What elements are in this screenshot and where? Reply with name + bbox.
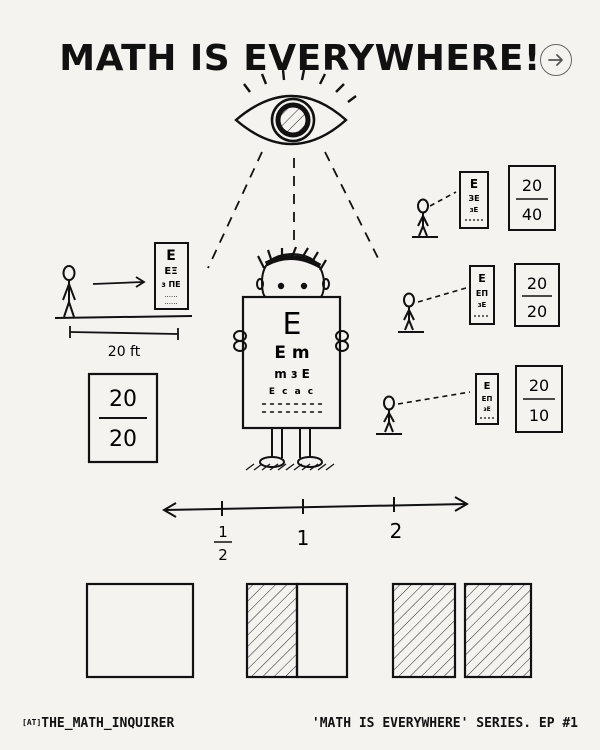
sight-lines [207,151,381,269]
chart-letter: ...... [164,298,177,306]
boy-figure [233,246,349,471]
tick-label: 1 [297,526,310,550]
chart-letter: ЗЕ [468,194,479,203]
page-title: MATH IS EVERYWHERE! [59,38,541,79]
boy-chart-row: E [283,307,302,342]
boy-chart-row: m ɜ E [274,367,310,381]
right-scene-2: E EП ɜE 20 20 [398,263,560,333]
chart-letter: ɜ ΠE [161,280,180,289]
next-button[interactable] [540,44,572,76]
arrow-right-icon [548,54,563,66]
boy-chart-row: E m [274,343,309,363]
score-top: 20 [529,376,549,395]
ground-line [54,315,193,319]
score-bottom: 40 [522,205,542,224]
chart-letter: EП [476,289,488,298]
distance-label: 20 ft [108,344,141,360]
footer-handle[interactable]: [AT]THE_MATH_INQUIRER [22,716,174,731]
tick-label-numerator: 1 [218,523,228,541]
fraction-box-half [245,582,349,679]
score-bottom: 20 [527,302,547,321]
chart-letter: E [470,177,478,191]
boy-chart-small-rows [262,403,322,413]
chart-letter: ЕΞ [164,266,177,277]
chart-letter: ɜE [470,206,479,214]
right-scene-3: E EП ɜE 20 10 [376,365,563,435]
chart-letter: ɜE [483,406,490,413]
tick-label: 2 [390,519,403,543]
handle-text: THE_MATH_INQUIRER [41,716,175,731]
left-eye-chart: E ЕΞ ɜ ΠE ...... ...... [154,242,189,310]
footer-series: 'MATH IS EVERYWHERE' SERIES. EP #1 [311,716,578,731]
score-top: 20 [109,387,137,412]
boy-chart-row: E c a c [269,387,315,397]
arrow-right-icon [92,276,146,288]
tick-label-denominator: 2 [218,546,228,564]
score-bottom: 20 [109,427,137,452]
number-line [162,496,469,518]
chart-letter: ɜE [478,301,487,309]
eye-icon [234,69,357,146]
chart-letter: E [478,272,486,285]
right-scene-1: E ЗЕ ɜE 20 40 [412,165,556,238]
handle-prefix: [AT] [22,718,42,727]
chart-letter: EП [482,395,493,403]
distance-dimension [69,326,179,340]
score-top: 20 [527,274,547,293]
fraction-box-full [391,582,533,679]
chart-letter: E [484,381,491,392]
score-card-main: 20 20 [87,372,159,464]
chart-letter: E [166,248,176,264]
chart-letter: ...... [164,291,177,299]
fraction-box-empty [85,582,195,679]
left-stick-figure [62,265,76,318]
score-top: 20 [522,176,542,195]
score-bottom: 10 [529,406,549,425]
